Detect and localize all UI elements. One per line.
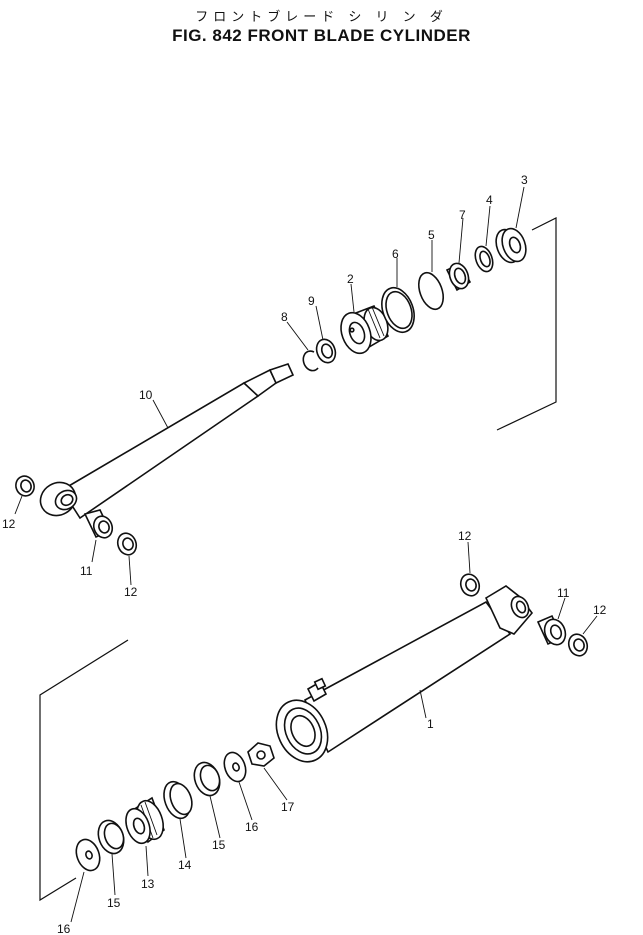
callout-8: 8 — [281, 310, 288, 324]
part-11-bushing-right — [536, 614, 567, 646]
callout-10: 10 — [139, 388, 153, 402]
callout-12-left: 12 — [2, 517, 16, 531]
part-13-piston — [125, 796, 165, 845]
lower-group-bracket — [39, 639, 129, 902]
callout-14: 14 — [178, 858, 192, 872]
part-4-rod-seal — [474, 245, 494, 273]
part-1-cylinder-tube — [275, 585, 534, 763]
part-12-dust-seal-lower-left — [116, 532, 138, 556]
callout-2: 2 — [347, 272, 354, 286]
callout-7: 7 — [459, 208, 466, 222]
part-5-o-ring — [417, 271, 445, 311]
callout-11-left: 11 — [80, 564, 93, 578]
part-12-dust-seal-right — [567, 633, 589, 657]
callout-1: 1 — [427, 717, 434, 731]
callout-16-lower: 16 — [57, 922, 71, 935]
part-2-cylinder-head — [340, 304, 390, 355]
leader-lines — [14, 186, 598, 923]
part-11-bushing-left — [83, 509, 114, 539]
part-9-washer — [315, 338, 337, 364]
part-17-nut — [247, 742, 275, 767]
callout-17: 17 — [281, 800, 295, 814]
callout-13: 13 — [141, 877, 155, 891]
callout-5: 5 — [428, 228, 435, 242]
figure-title-japanese: フロントブレード シ リ ン ダ — [195, 10, 448, 25]
part-10-piston-rod — [39, 363, 295, 520]
callout-9: 9 — [308, 294, 315, 308]
callout-4: 4 — [486, 193, 493, 207]
callout-12-lower-left: 12 — [124, 585, 138, 599]
callout-3: 3 — [521, 173, 528, 187]
callout-15-lower: 15 — [107, 896, 121, 910]
part-15-piston-ring-lower — [97, 819, 125, 855]
part-16-washer-upper — [223, 751, 247, 783]
part-14-wear-ring — [163, 780, 193, 820]
callout-15-upper: 15 — [212, 838, 226, 852]
part-15-piston-ring-upper — [193, 761, 221, 797]
part-8-snap-ring — [302, 350, 319, 372]
part-12-dust-seal-left — [15, 475, 35, 497]
upper-group-bracket — [496, 217, 557, 431]
callout-12-right: 12 — [593, 603, 607, 617]
callout-6: 6 — [392, 247, 399, 261]
callout-12-clevis: 12 — [458, 529, 472, 543]
callout-16-upper: 16 — [245, 820, 259, 834]
part-6-o-ring-large — [381, 286, 415, 334]
part-7-bushing — [445, 262, 472, 292]
part-16-washer-lower — [75, 838, 101, 872]
callout-11-right: 11 — [557, 586, 570, 600]
part-12-dust-seal-clevis — [459, 573, 481, 597]
figure-title: FIG. 842 FRONT BLADE CYLINDER — [172, 26, 471, 45]
part-3-dust-seal — [495, 227, 527, 264]
